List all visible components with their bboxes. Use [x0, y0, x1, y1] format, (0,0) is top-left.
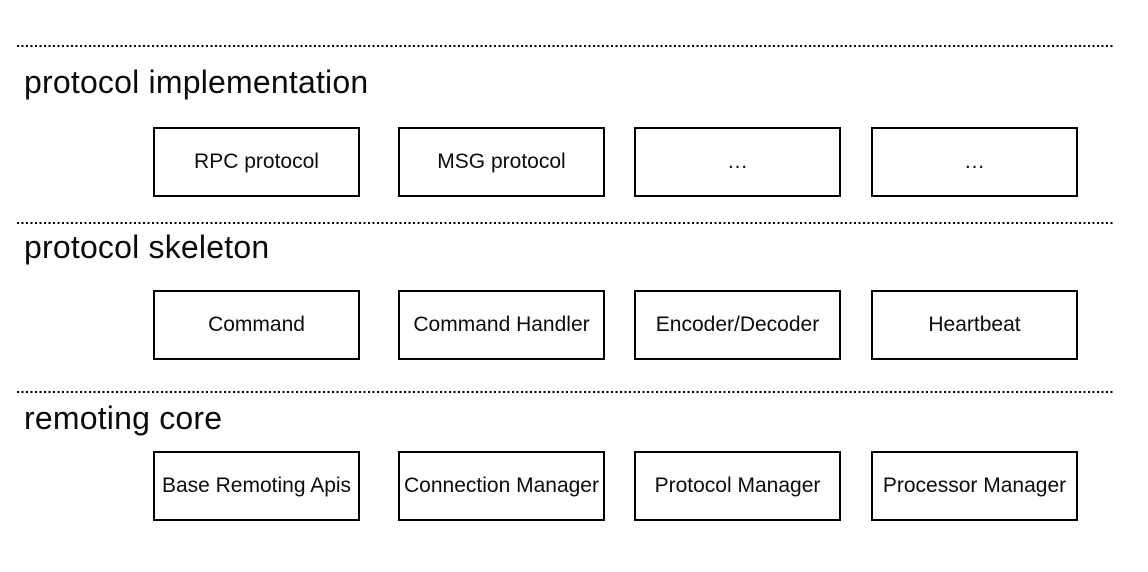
box-label: Encoder/Decoder — [655, 313, 820, 336]
dotted-divider — [17, 222, 1113, 224]
box-connection-manager: Connection Manager — [398, 451, 605, 521]
box-base-remoting-apis: Base Remoting Apis — [153, 451, 360, 521]
box-heartbeat: Heartbeat — [871, 290, 1078, 360]
box-command: Command — [153, 290, 360, 360]
box-rpc-protocol: RPC protocol — [153, 127, 360, 197]
box-label: Base Remoting Apis — [161, 474, 352, 497]
box-label: … — [964, 150, 985, 173]
box-label: Processor Manager — [882, 474, 1067, 497]
box-row-protocol-implementation: RPC protocol MSG protocol … … — [0, 127, 1148, 197]
box-encoder-decoder: Encoder/Decoder — [634, 290, 841, 360]
box-label: Connection Manager — [404, 474, 599, 497]
dotted-divider — [17, 45, 1113, 47]
box-row-protocol-skeleton: Command Command Handler Encoder/Decoder … — [0, 290, 1148, 360]
box-processor-manager: Processor Manager — [871, 451, 1078, 521]
box-label: Heartbeat — [928, 313, 1021, 336]
box-protocol-manager: Protocol Manager — [634, 451, 841, 521]
section-title-protocol-implementation: protocol implementation — [24, 64, 369, 100]
box-command-handler: Command Handler — [398, 290, 605, 360]
box-msg-protocol: MSG protocol — [398, 127, 605, 197]
dotted-divider — [17, 391, 1113, 393]
box-label: MSG protocol — [437, 150, 566, 173]
box-label: Command Handler — [413, 313, 590, 336]
box-ellipsis-1: … — [634, 127, 841, 197]
box-label: Protocol Manager — [654, 474, 821, 497]
box-label: … — [727, 150, 748, 173]
section-title-remoting-core: remoting core — [24, 400, 223, 436]
section-title-protocol-skeleton: protocol skeleton — [24, 229, 270, 265]
box-ellipsis-2: … — [871, 127, 1078, 197]
box-label: RPC protocol — [194, 150, 319, 173]
box-row-remoting-core: Base Remoting Apis Connection Manager Pr… — [0, 451, 1148, 521]
box-label: Command — [208, 313, 305, 336]
